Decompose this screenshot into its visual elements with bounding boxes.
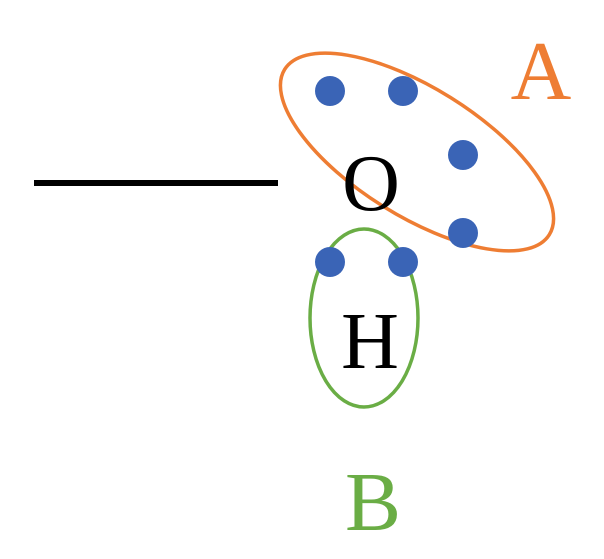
region-a-label: A xyxy=(511,25,572,118)
region-a-outline xyxy=(278,51,556,253)
electron-dot xyxy=(448,140,478,170)
region-b-outline xyxy=(308,227,420,409)
hydrogen-symbol: H xyxy=(341,298,399,386)
region-b-label: B xyxy=(345,456,401,549)
electron-dot xyxy=(315,247,345,277)
electron-dot xyxy=(388,76,418,106)
electron-dot xyxy=(448,218,478,248)
electron-dot xyxy=(315,76,345,106)
electron-dots xyxy=(315,76,478,277)
electron-dot xyxy=(388,247,418,277)
oxygen-symbol: O xyxy=(342,140,400,228)
